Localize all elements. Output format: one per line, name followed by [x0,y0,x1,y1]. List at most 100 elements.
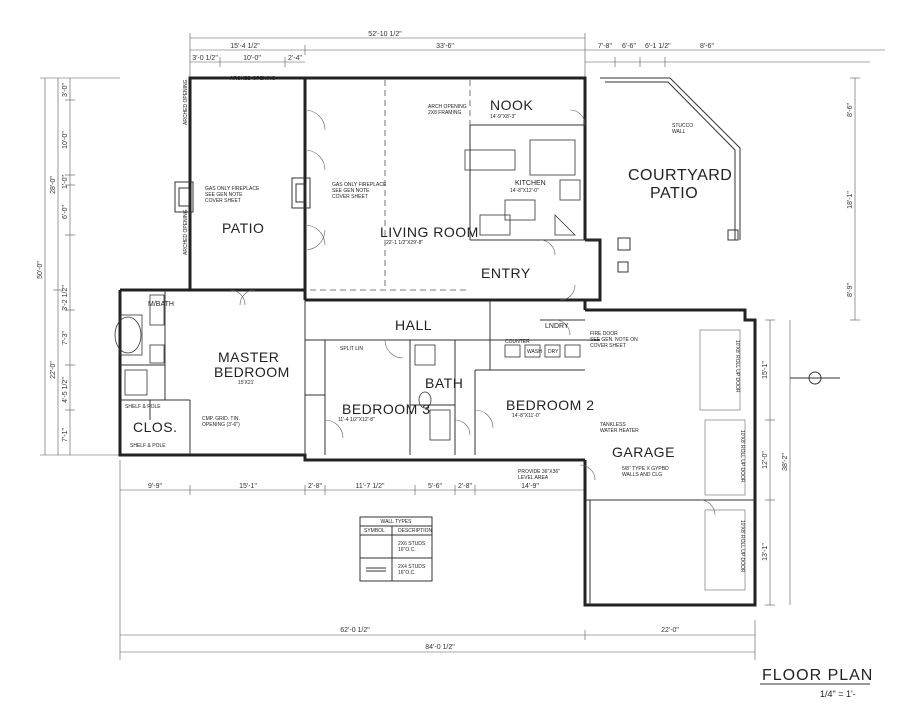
note-fp-l-2: SEE GEN NOTE [205,192,243,198]
dim-bot-s6: 2'-8" [458,483,472,490]
dim-right-c: 13'-1" [762,543,769,561]
doors [229,109,716,516]
room-bed3: BEDROOM 3 [342,401,431,417]
wall-types-col1: SYMBOL [364,528,385,534]
dim-left-a: 28'-0" [50,176,57,194]
dim-bot-s1: 9'-9" [148,483,162,490]
room-bed2-size: 14'-8"X11'-0" [512,413,541,419]
dim-top-r2: 6'-6" [622,43,636,50]
wall-types-title: WALL TYPES [381,519,413,525]
room-nook-size: 14'-9"X8'-3" [490,114,516,120]
note-arched-opening: ARCHED OPENING [230,76,276,82]
note-shelf-pole-2: SHELF & POLE [130,443,166,449]
note-counter: COUNTER [505,339,530,345]
dim-top-r3: 6'-1 1/2" [645,43,671,50]
laundry-fixtures [504,344,581,358]
interior-walls [120,124,755,605]
note-fire-door-3: COVER SHEET [590,343,626,349]
dim-bot-s7: 14'-9" [521,483,539,490]
note-shelf-pole-1: SHELF & POLE [125,404,161,410]
note-tankless-1: TANKLESS [600,422,626,428]
dim-bot-s2: 15'-1" [239,483,257,490]
note-fp-r-1: GAS ONLY FIREPLACE [332,182,387,188]
note-arch-l1: ARCH OPENING [428,104,467,110]
dim-left-s3: 1'-0" [62,175,69,189]
note-garage-walls-1: 5/8" TYPE X GYPBD [622,466,669,472]
dim-top-r4: 8'-6" [700,43,714,50]
dim-left-s7: 4'-5 1/2" [62,377,69,403]
dim-left-s8: 7'-1" [62,428,69,442]
wall-types-r2a: 2X4 STUDS [398,564,426,570]
room-patio: PATIO [222,220,264,236]
room-master-size: 15'X21' [238,380,254,386]
roll-up-doors: 10'X8' ROLL UP DOOR 10'X8' ROLL UP DOOR … [699,329,746,591]
note-tankless-2: WATER HEATER [600,428,639,434]
dim-right-t2: 18'-1" [847,191,854,209]
room-entry: ENTRY [481,265,531,281]
dim-top-c1: 3'-0 1/2" [192,55,218,62]
note-cased-1: CMP. GRID. TIN. [202,416,240,422]
note-fp-r-2: SEE GEN NOTE [332,188,370,194]
dim-right-b: 12'-0" [762,451,769,469]
dim-left-s4: 6'-0" [62,205,69,219]
room-mbath: M/BATH [148,301,174,308]
dim-right-t3: 8'-9" [847,283,854,297]
note-dry: DRY [548,349,559,355]
dim-top-c3: 2'-4" [288,55,302,62]
note-fp-l-1: GAS ONLY FIREPLACE [205,186,260,192]
notes: ARCHED OPENING ARCHED OPENING ARCHED OPE… [125,76,693,481]
note-split-lin: SPLIT LIN [340,346,363,352]
bottom-dimensions: 9'-9" 15'-1" 2'-8" 11'-7 1/2" 5'-6" 2'-8… [119,460,756,660]
exterior-walls [118,76,757,607]
room-kitchen: KITCHEN [515,180,546,187]
dim-left-overall: 50'-0" [37,261,44,279]
room-hall: HALL [395,317,432,333]
dim-top-r1: 7'-8" [598,43,612,50]
dim-left-s5: 3'-2 1/2" [62,285,69,311]
wall-types-col2: DESCRIPTION [398,528,433,534]
room-bed3-size: 11'-4 1/2"X12'-8" [338,417,375,423]
roll-door-3: 10'X8' ROLL UP DOOR [739,520,745,573]
roll-door-2: 10'X8' ROLL UP DOOR [739,430,745,483]
note-fp-l-3: COVER SHEET [205,198,241,204]
wall-types-r1b: 16"O.C. [398,547,416,553]
room-living-size: 22'-1 1/2"X29'-8" [386,240,423,246]
room-master-l1: MASTER [218,349,279,365]
note-fire-door-1: FIRE DOOR [590,331,618,337]
dim-top-b: 33'-6" [436,43,454,50]
dim-left-b: 22'-0" [50,361,57,379]
wall-types-r1a: 2X6 STUDS [398,541,426,547]
beam-lines [310,80,471,291]
kitchen-fixtures [464,139,581,236]
note-arched-opening-l1: ARCHED OPENING [183,79,189,125]
note-cased-2: OPENING (3'-6") [202,422,240,428]
dim-bot-s4: 11'-7 1/2" [356,483,386,490]
room-courtyard-l1: COURTYARD [628,167,732,184]
note-fire-door-2: SEE GEN. NOTE ON [590,337,638,343]
room-living: LIVING ROOM [380,224,479,240]
dim-top-a: 15'-4 1/2" [230,43,260,50]
wall-types-table: WALL TYPES SYMBOL DESCRIPTION 2X6 STUDS … [359,516,433,582]
title-block: FLOOR PLAN 1/4" = 1'- [760,667,873,699]
top-dimensions: 52'-10 1/2" 15'-4 1/2" 33'-6" 3'-0 1/2" … [189,31,885,90]
dim-left-s6: 7'-3" [62,331,69,345]
fireplaces [174,177,311,213]
dim-right-a: 15'-1" [762,361,769,379]
room-bath: BATH [425,375,463,391]
plan-title: FLOOR PLAN [762,667,873,684]
dim-bot-b: 22'-0" [661,627,679,634]
room-clos: CLOS. [133,419,178,435]
note-level-2: LEVEL AREA [518,475,549,481]
room-nook: NOOK [490,97,533,113]
note-stucco-1: STUCCO [672,123,693,129]
room-garage: GARAGE [612,444,675,460]
roll-door-1: 10'X8' ROLL UP DOOR [734,340,740,393]
courtyard-wall [600,77,741,273]
note-level-1: PROVIDE 36"X36" [518,469,560,475]
left-dimensions: 50'-0" 28'-0" 22'-0" 3'-0" 10'-0" 1'-0" … [37,77,120,456]
room-courtyard-l2: PATIO [650,185,698,202]
dim-bot-s3: 2'-8" [308,483,322,490]
room-bed2: BEDROOM 2 [506,397,595,413]
dim-top-c2: 10'-0" [243,55,261,62]
dim-bot-a: 62'-0 1/2" [340,627,370,634]
